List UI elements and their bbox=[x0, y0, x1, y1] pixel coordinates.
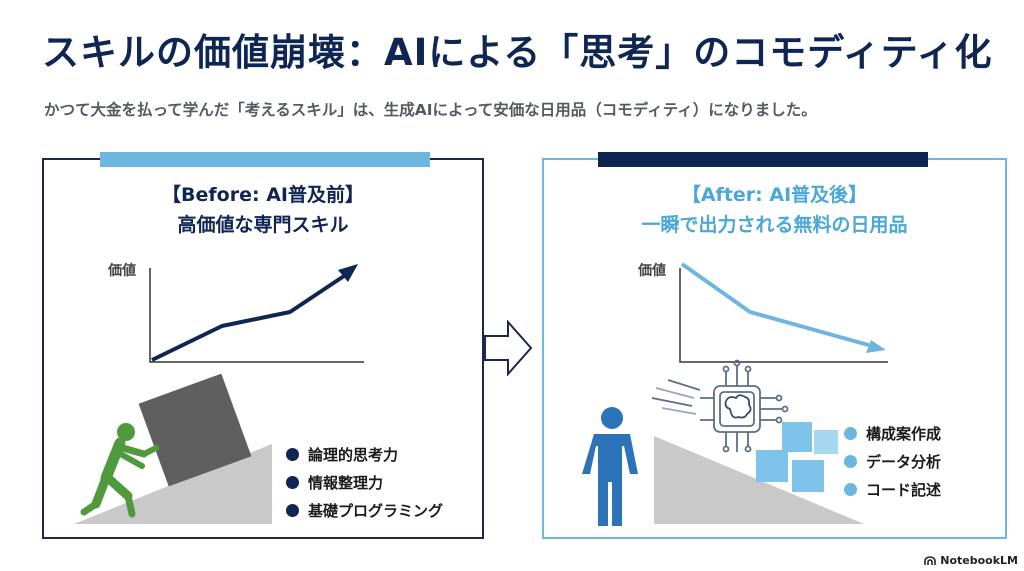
after-skill-label: コード記述 bbox=[866, 480, 942, 499]
bullet-dot bbox=[844, 454, 857, 468]
before-heavy-box bbox=[138, 373, 252, 487]
slide-subtitle: かつて大金を払って学んだ「考えるスキル」は、生成AIによって安価な日用品（コモデ… bbox=[44, 101, 817, 119]
after-illustration bbox=[582, 262, 888, 526]
after-cube-stack bbox=[756, 422, 838, 492]
after-tab-bar bbox=[598, 152, 928, 167]
after-chart-axes bbox=[679, 268, 888, 363]
before-illustration bbox=[74, 264, 364, 524]
after-trend-line bbox=[680, 262, 873, 348]
after-panel: 【After: AI普及後】 一瞬で出力される無料の日用品 価値 bbox=[542, 152, 1007, 539]
after-skill-label: 構成案作成 bbox=[866, 424, 942, 443]
before-tab-bar bbox=[100, 152, 430, 167]
before-heading: 【Before: AI普及前】 bbox=[162, 184, 364, 206]
after-heading: 【After: AI普及後】 bbox=[681, 184, 868, 206]
slide-title: スキルの価値崩壊：AIによる「思考」のコモディティ化 bbox=[42, 31, 993, 74]
before-skill-label: 論理的思考力 bbox=[308, 445, 399, 464]
brand-name: NotebookLM bbox=[940, 554, 1018, 567]
bullet-dot bbox=[286, 503, 299, 517]
right-arrow-icon bbox=[484, 320, 533, 376]
person-standing-icon bbox=[582, 407, 638, 526]
before-trend-arrowhead bbox=[338, 264, 358, 282]
before-axis-label: 価値 bbox=[108, 263, 136, 279]
bullet-dot bbox=[286, 475, 299, 489]
before-skill-list: 論理的思考力 情報整理力 基礎プログラミング bbox=[286, 440, 443, 524]
notebooklm-brand: NotebookLM bbox=[924, 554, 1018, 567]
before-panel: 【Before: AI普及前】 高価値な専門スキル 価値 論理的思考力 情報整理… bbox=[42, 152, 484, 539]
list-item: 基礎プログラミング bbox=[286, 496, 443, 524]
bullet-dot bbox=[286, 447, 299, 461]
after-skill-label: データ分析 bbox=[866, 452, 942, 471]
list-item: 論理的思考力 bbox=[286, 440, 443, 468]
list-item: コード記述 bbox=[844, 475, 941, 503]
notebooklm-logo-icon bbox=[924, 555, 937, 565]
before-skill-label: 基礎プログラミング bbox=[308, 501, 444, 520]
before-chart-axes bbox=[149, 268, 364, 363]
bullet-dot bbox=[844, 482, 857, 496]
list-item: 構成案作成 bbox=[844, 419, 941, 447]
bullet-dot bbox=[844, 426, 857, 440]
before-trend-line bbox=[151, 270, 352, 362]
before-skill-label: 情報整理力 bbox=[308, 473, 384, 492]
after-trend-arrowhead bbox=[866, 340, 886, 353]
list-item: データ分析 bbox=[844, 447, 941, 475]
before-subheading: 高価値な専門スキル bbox=[177, 214, 349, 236]
ai-brain-chip-icon bbox=[651, 359, 789, 453]
person-pushing-icon bbox=[80, 423, 159, 518]
list-item: 情報整理力 bbox=[286, 468, 443, 496]
after-subheading: 一瞬で出力される無料の日用品 bbox=[641, 214, 908, 236]
after-axis-label: 価値 bbox=[638, 263, 666, 279]
after-skill-list: 構成案作成 データ分析 コード記述 bbox=[844, 419, 941, 503]
